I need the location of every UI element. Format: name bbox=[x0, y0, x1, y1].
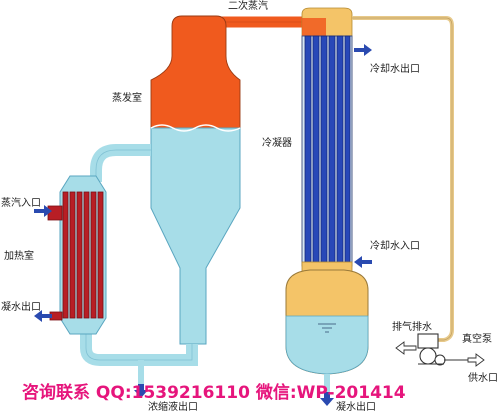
label-condensed-water-outlet: 凝水出口 bbox=[336, 400, 376, 413]
condenser-tube bbox=[336, 35, 344, 267]
contact-text: 咨询联系 QQ:1539216110 微信:WP-201414 bbox=[22, 382, 406, 403]
condenser-tube bbox=[328, 35, 336, 267]
water-supply-arrow bbox=[467, 353, 485, 367]
condenser-tube bbox=[312, 35, 320, 267]
label-concentrate-outlet: 浓缩液出口 bbox=[148, 400, 198, 413]
label-water-supply-outlet: 供水口 bbox=[468, 371, 498, 384]
label-vacuum-pump: 真空泵 bbox=[462, 332, 492, 345]
evaporator-steam-zone bbox=[150, 15, 241, 129]
condenser-tube bbox=[320, 35, 328, 267]
steam-inlet-nozzle bbox=[47, 205, 63, 221]
heating-tube bbox=[83, 191, 90, 319]
label-cooling-water-outlet: 冷却水出口 bbox=[370, 62, 420, 75]
vacuum-pump bbox=[417, 333, 468, 366]
heating-tube bbox=[97, 191, 104, 319]
label-steam-inlet: 蒸汽入口 bbox=[1, 196, 41, 209]
receiver-liquid bbox=[285, 315, 369, 375]
evaporator-liquid-surface bbox=[150, 124, 241, 132]
heating-tube bbox=[62, 191, 69, 319]
circulation-pipe-bottom bbox=[80, 328, 198, 366]
steam-inlet-arrow bbox=[34, 205, 52, 217]
condensed-water-outlet-arrow bbox=[320, 392, 334, 406]
concentrate-outlet-arrow bbox=[134, 384, 148, 398]
liquid-level-mark bbox=[318, 323, 336, 333]
condensate-outlet-arrow bbox=[34, 310, 52, 322]
circulation-pipe-edge bbox=[85, 149, 193, 361]
label-condensate-outlet: 凝水出口 bbox=[1, 300, 41, 313]
cooling-water-inlet-arrow bbox=[354, 256, 372, 268]
condenser-steam-inlet-zone bbox=[302, 18, 326, 36]
label-cooling-water-inlet: 冷却水入口 bbox=[370, 239, 420, 252]
label-condenser: 冷凝器 bbox=[262, 136, 292, 149]
condenser-tube bbox=[344, 35, 351, 267]
exhaust-drain-arrow bbox=[395, 341, 417, 355]
vacuum-line-edge bbox=[352, 17, 453, 341]
label-exhaust-drain: 排气排水 bbox=[392, 320, 432, 333]
heating-tube bbox=[90, 191, 97, 319]
circulation-pipe-top bbox=[90, 144, 151, 182]
heating-tube bbox=[76, 191, 83, 319]
label-evaporation-chamber: 蒸发室 bbox=[112, 91, 142, 104]
heating-tube bbox=[69, 191, 76, 319]
label-secondary-steam: 二次蒸汽 bbox=[228, 0, 268, 12]
cooling-water-outlet-arrow bbox=[354, 44, 372, 56]
heating-tube-bundle bbox=[62, 191, 104, 319]
label-heating-chamber: 加热室 bbox=[4, 249, 34, 262]
evaporator-liquid-zone bbox=[150, 127, 241, 345]
condenser-tube bbox=[304, 35, 312, 267]
